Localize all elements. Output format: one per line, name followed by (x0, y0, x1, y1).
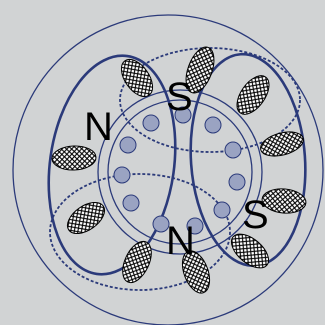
pole-label-north-top: N (84, 105, 113, 149)
rotor-slots (114, 107, 245, 234)
rotor-slot (229, 174, 245, 190)
stator-winding-slot (117, 237, 157, 287)
rotor-slot (214, 202, 230, 218)
rotor-slot (114, 167, 130, 183)
stator-winding-slot (52, 145, 97, 171)
pole-label-south-right: S (242, 193, 269, 237)
rotor-slot (143, 115, 159, 131)
pole-label-north-bottom: N (166, 219, 195, 263)
rotor-slot (225, 142, 241, 158)
rotor-slot (120, 137, 136, 153)
pole-label-south-top: S (166, 75, 193, 119)
rotor-slot (205, 117, 221, 133)
stator-winding-slot (258, 128, 306, 161)
rotor-slot (123, 195, 139, 211)
stator-winding-slot (62, 196, 110, 240)
stator-outer-ring (13, 15, 323, 325)
